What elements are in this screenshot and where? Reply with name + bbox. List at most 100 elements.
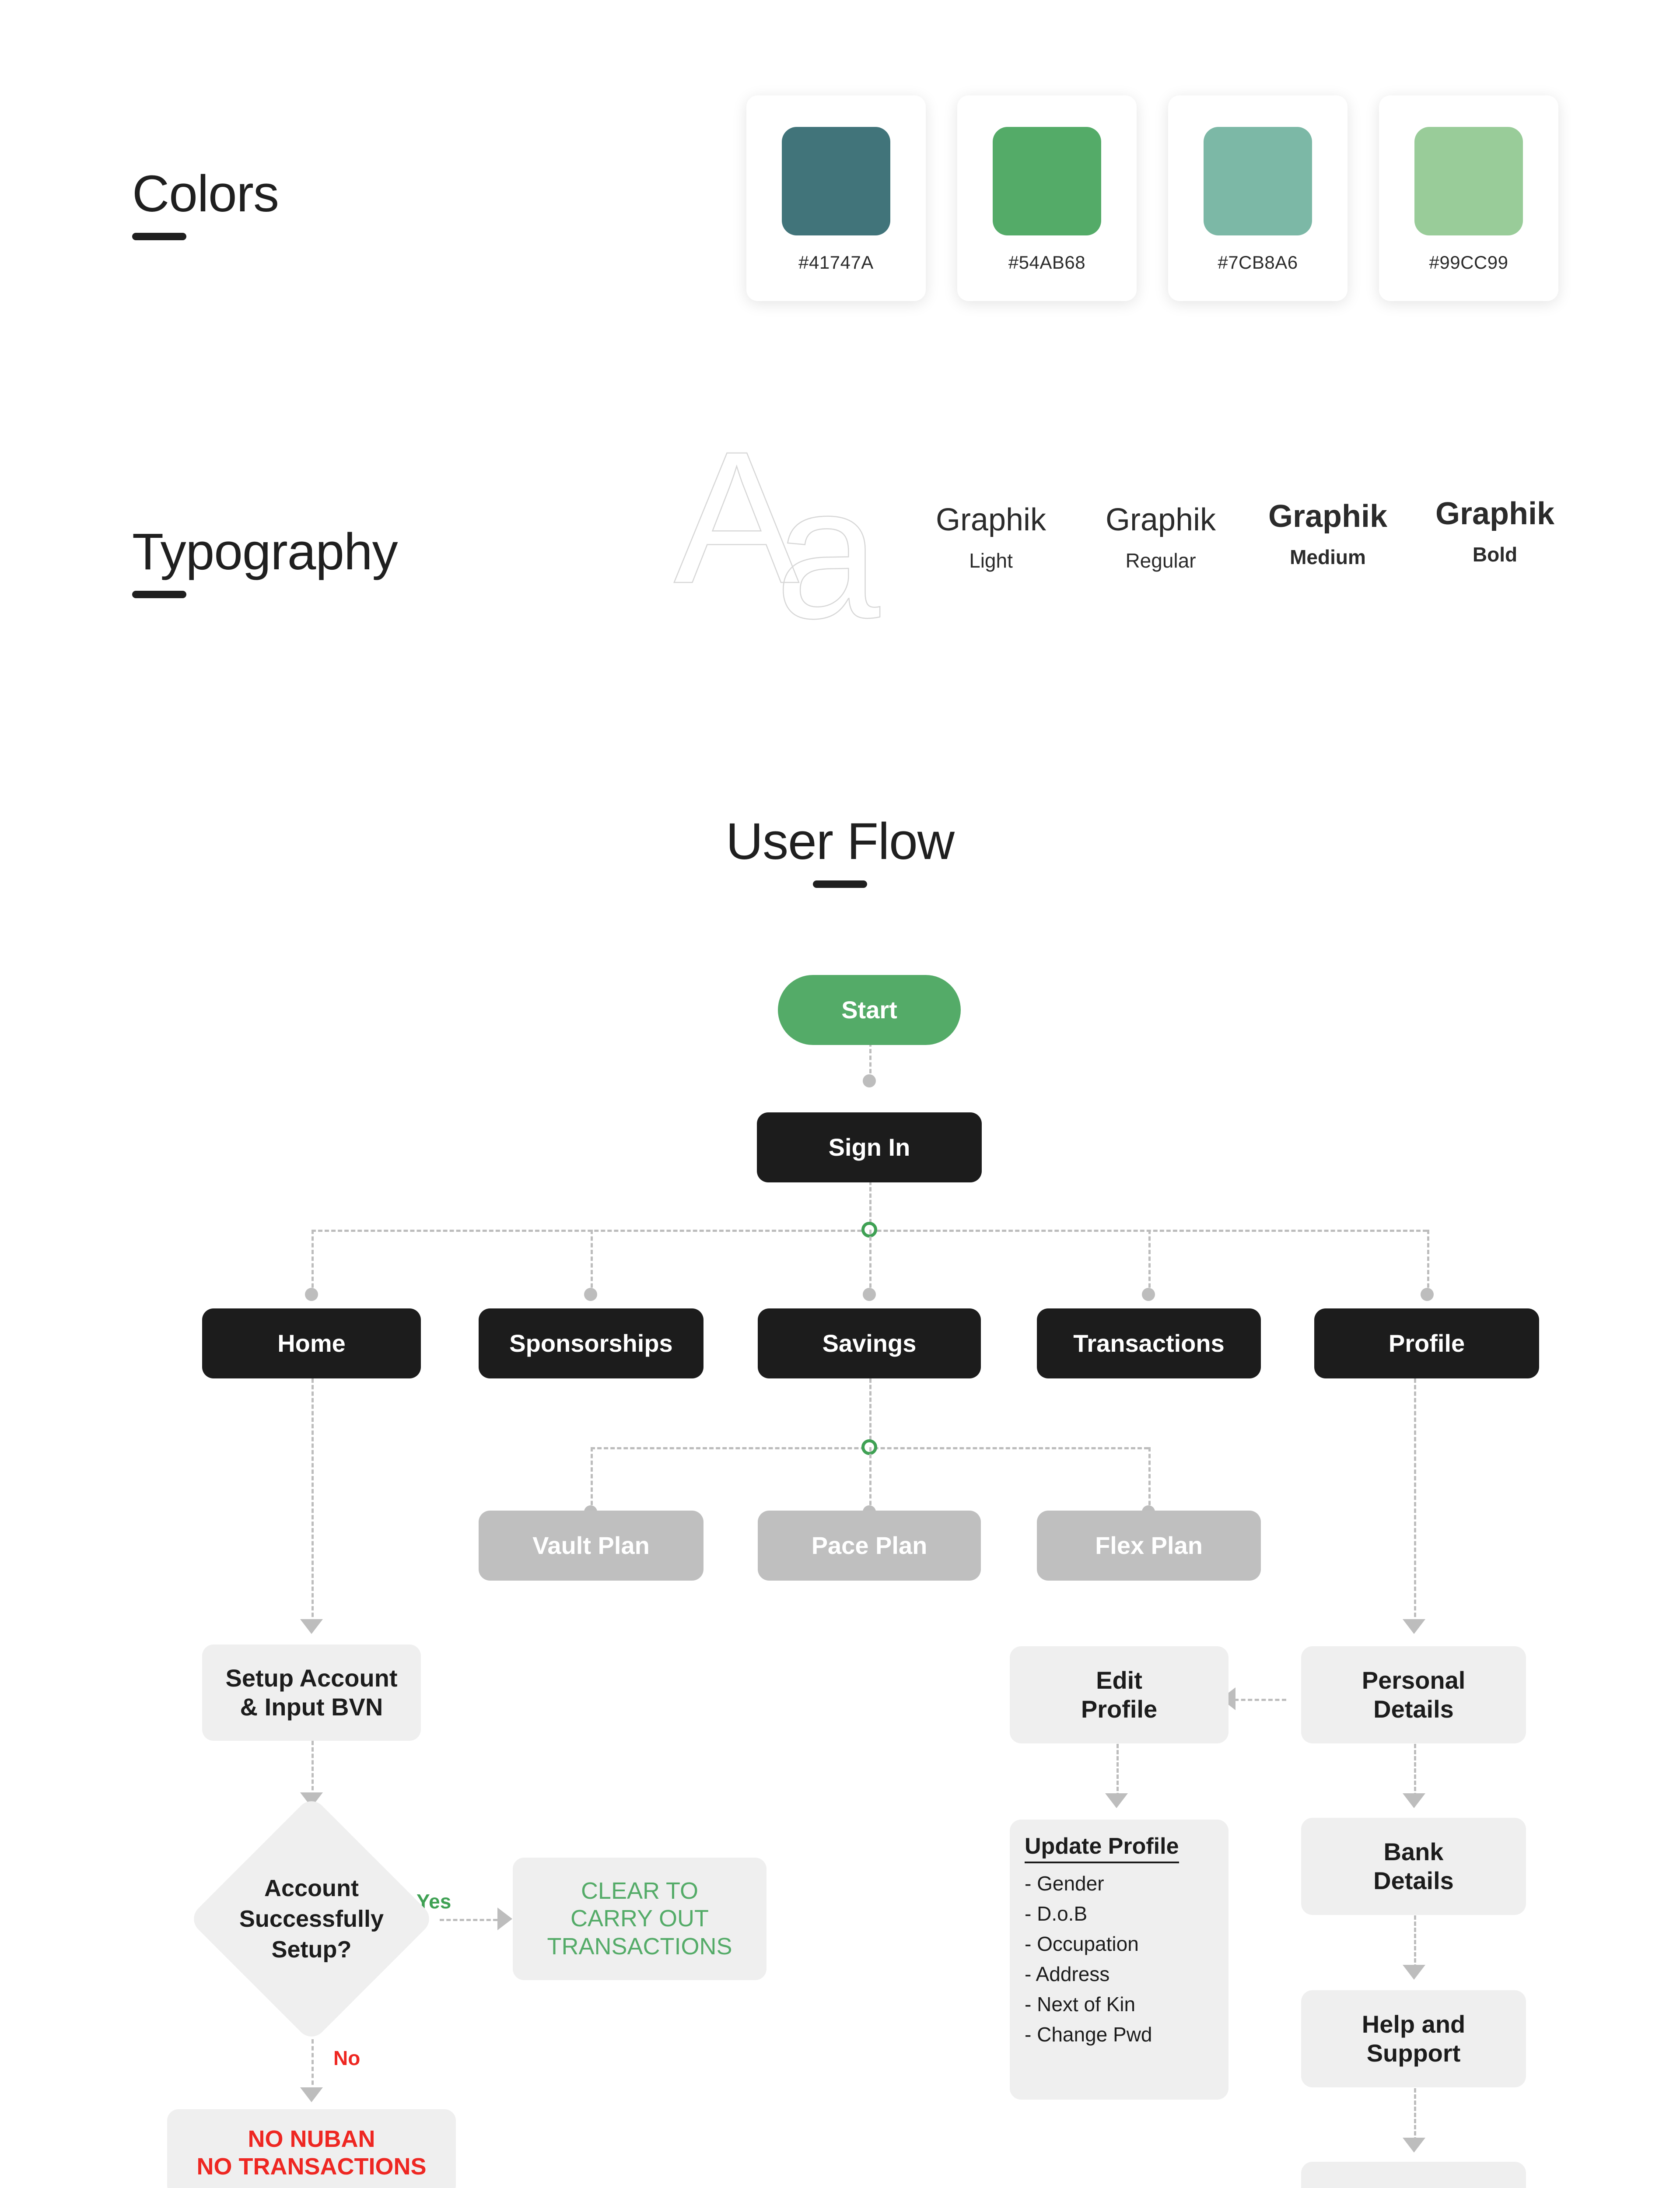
arrowhead-help-logout bbox=[1403, 2138, 1425, 2153]
type-name-medium: Graphik bbox=[1268, 499, 1388, 534]
flow-node-vault-plan-label: Vault Plan bbox=[532, 1532, 650, 1560]
edge-label-no: No bbox=[333, 2047, 360, 2069]
connector-dot-savings bbox=[863, 1288, 876, 1301]
type-weight-medium: Medium bbox=[1290, 546, 1366, 568]
type-weight-light: Light bbox=[969, 549, 1013, 572]
user-flow-title: User Flow bbox=[0, 814, 1680, 888]
connector-planbus-vault bbox=[591, 1447, 593, 1512]
typography-section-heading: Typography bbox=[132, 525, 398, 598]
connector-dot-sponsorships bbox=[584, 1288, 597, 1301]
type-weight-bold: Bold bbox=[1472, 543, 1518, 566]
flow-node-setup-account[interactable]: Setup Account & Input BVN bbox=[202, 1645, 421, 1741]
connector-planbus-pace bbox=[869, 1447, 872, 1512]
flow-node-start[interactable]: Start bbox=[778, 975, 961, 1045]
update-profile-item-next-of-kin: - Next of Kin bbox=[1025, 1993, 1136, 2016]
update-profile-item-dob: - D.o.B bbox=[1025, 1902, 1088, 1925]
update-profile-item-address: - Address bbox=[1025, 1963, 1110, 1986]
connector-dot-transactions bbox=[1142, 1288, 1155, 1301]
flow-node-sign-in-label: Sign In bbox=[828, 1133, 910, 1161]
type-style-medium: Graphik Medium bbox=[1256, 501, 1400, 567]
type-weight-regular: Regular bbox=[1125, 549, 1196, 572]
typography-heading-rule bbox=[132, 590, 186, 598]
flow-node-no-nuban[interactable]: NO NUBAN NO TRANSACTIONS bbox=[167, 2109, 456, 2188]
arrowhead-decision-yes bbox=[497, 1907, 512, 1930]
flow-node-savings[interactable]: Savings bbox=[758, 1308, 981, 1378]
flow-node-bank-details-label: Bank Details bbox=[1373, 1838, 1454, 1894]
connector-editprofile-updateprofile bbox=[1116, 1744, 1119, 1797]
color-hex-label-1: #41747A bbox=[798, 252, 874, 273]
connector-personal-editprofile bbox=[1221, 1699, 1286, 1701]
flow-node-update-profile[interactable]: Update Profile - Gender - D.o.B - Occupa… bbox=[1010, 1820, 1228, 2100]
flow-node-help-support[interactable]: Help and Support bbox=[1301, 1990, 1526, 2087]
type-name-regular: Graphik bbox=[1105, 502, 1216, 537]
color-swatch-card-4[interactable]: #99CC99 bbox=[1379, 95, 1558, 301]
color-chip-41747a bbox=[782, 127, 890, 235]
flow-node-personal-details-label: Personal Details bbox=[1362, 1666, 1466, 1723]
connector-bus-transactions bbox=[1148, 1230, 1151, 1294]
flow-node-pace-plan[interactable]: Pace Plan bbox=[758, 1511, 981, 1581]
type-style-bold: Graphik Bold bbox=[1423, 498, 1567, 565]
connector-savings-planbus bbox=[869, 1378, 872, 1453]
flow-node-no-nuban-label: NO NUBAN NO TRANSACTIONS bbox=[196, 2125, 427, 2180]
colors-section-heading: Colors bbox=[132, 167, 279, 240]
flow-node-vault-plan[interactable]: Vault Plan bbox=[479, 1511, 704, 1581]
type-style-regular: Graphik Regular bbox=[1088, 504, 1233, 571]
connector-bus-home bbox=[312, 1230, 314, 1294]
colors-heading-rule bbox=[132, 232, 186, 240]
type-name-bold: Graphik bbox=[1435, 496, 1555, 531]
connector-bank-help bbox=[1414, 1915, 1416, 1969]
flow-node-clear-to-transact[interactable]: CLEAR TO CARRY OUT TRANSACTIONS bbox=[513, 1858, 766, 1980]
connector-bus-sponsorships bbox=[591, 1230, 593, 1294]
update-profile-item-gender: - Gender bbox=[1025, 1872, 1104, 1895]
flow-node-decision-account-setup[interactable]: Account Successfully Setup? bbox=[188, 1795, 435, 2043]
connector-dot-home bbox=[305, 1288, 318, 1301]
flow-node-decision-label: Account Successfully Setup? bbox=[239, 1875, 384, 1963]
flow-node-edit-profile-label: Edit Profile bbox=[1081, 1666, 1158, 1723]
connector-decision-yes bbox=[440, 1919, 497, 1921]
color-swatch-card-2[interactable]: #54AB68 bbox=[957, 95, 1137, 301]
flow-node-sponsorships[interactable]: Sponsorships bbox=[479, 1308, 704, 1378]
flow-node-transactions[interactable]: Transactions bbox=[1037, 1308, 1261, 1378]
color-hex-label-2: #54AB68 bbox=[1008, 252, 1086, 273]
connector-dot-profile bbox=[1421, 1288, 1434, 1301]
flow-node-transactions-label: Transactions bbox=[1073, 1329, 1225, 1357]
specimen-uppercase-a: A bbox=[673, 413, 800, 623]
flow-node-clear-to-transact-label: CLEAR TO CARRY OUT TRANSACTIONS bbox=[547, 1878, 732, 1960]
flow-node-bank-details[interactable]: Bank Details bbox=[1301, 1818, 1526, 1915]
arrowhead-profile-personal bbox=[1403, 1619, 1425, 1634]
connector-setup-decision bbox=[312, 1741, 314, 1797]
type-name-light: Graphik bbox=[935, 502, 1046, 537]
flow-node-edit-profile[interactable]: Edit Profile bbox=[1010, 1646, 1228, 1743]
flow-node-flex-plan-label: Flex Plan bbox=[1095, 1532, 1203, 1560]
flow-node-logout[interactable]: Logout bbox=[1301, 2162, 1526, 2188]
update-profile-item-occupation: - Occupation bbox=[1025, 1932, 1139, 1956]
flow-node-personal-details[interactable]: Personal Details bbox=[1301, 1646, 1526, 1743]
color-chip-7cb8a6 bbox=[1204, 127, 1312, 235]
flow-node-pace-plan-label: Pace Plan bbox=[811, 1532, 928, 1560]
flow-node-home[interactable]: Home bbox=[202, 1308, 421, 1378]
color-swatch-card-1[interactable]: #41747A bbox=[746, 95, 926, 301]
arrowhead-bank-help bbox=[1403, 1965, 1425, 1980]
arrowhead-editprofile-updateprofile bbox=[1105, 1793, 1128, 1808]
flow-node-setup-account-label: Setup Account & Input BVN bbox=[225, 1664, 398, 1721]
update-profile-title: Update Profile bbox=[1025, 1833, 1179, 1864]
arrowhead-personal-bank bbox=[1403, 1793, 1425, 1808]
connector-start-signin bbox=[869, 1022, 872, 1080]
flow-node-savings-label: Savings bbox=[822, 1329, 917, 1357]
connector-home-setup bbox=[312, 1378, 314, 1623]
color-swatch-card-3[interactable]: #7CB8A6 bbox=[1168, 95, 1348, 301]
connector-dot-start-signin bbox=[863, 1074, 876, 1087]
colors-heading-text: Colors bbox=[132, 165, 279, 223]
update-profile-item-change-pwd: - Change Pwd bbox=[1025, 2023, 1152, 2046]
specimen-lowercase-a: a bbox=[775, 448, 881, 658]
connector-planbus-flex bbox=[1148, 1447, 1151, 1512]
type-style-light: Graphik Light bbox=[919, 504, 1063, 571]
flow-node-sign-in[interactable]: Sign In bbox=[757, 1112, 982, 1182]
flow-node-flex-plan[interactable]: Flex Plan bbox=[1037, 1511, 1261, 1581]
connector-bus-savings bbox=[869, 1230, 872, 1294]
connector-profile-personal bbox=[1414, 1378, 1416, 1623]
connector-help-logout bbox=[1414, 2088, 1416, 2142]
flow-node-profile[interactable]: Profile bbox=[1314, 1308, 1539, 1378]
flow-node-profile-label: Profile bbox=[1388, 1329, 1465, 1357]
connector-bus-profile bbox=[1427, 1230, 1429, 1294]
